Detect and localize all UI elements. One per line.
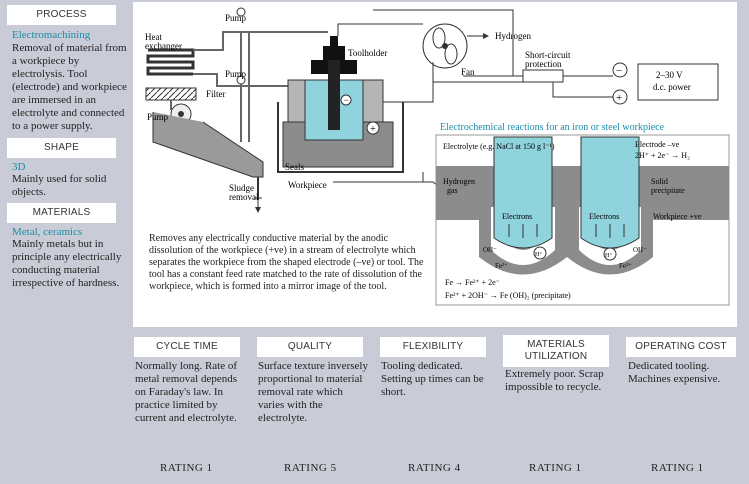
- inset-fe-left: Fe²⁺: [495, 262, 508, 270]
- label-toolholder: Toolholder: [348, 48, 387, 58]
- inset-electrons-left: Electrons: [502, 212, 532, 221]
- label-fan: Fan: [461, 67, 475, 77]
- inset-gas: gas: [447, 186, 458, 195]
- inset-oh-right: OH⁻: [633, 246, 647, 254]
- inset-precipitate: precipitate: [651, 186, 685, 195]
- label-sludge: Sludge: [229, 183, 254, 193]
- label-protection: protection: [525, 59, 562, 69]
- label-exchanger: exchanger: [145, 41, 182, 51]
- label-filter: Filter: [206, 89, 226, 99]
- label-hydrogen: Hydrogen: [495, 31, 531, 41]
- process-subtitle: Electromachining: [12, 29, 91, 41]
- operating-cost-rating: RATING 1: [651, 462, 704, 474]
- inset-eq2: Fe²⁺ + 2OH⁻ → Fe (OH)₂ (precipitate): [445, 291, 571, 300]
- process-description: Removal of material from a workpiece by …: [12, 42, 127, 132]
- power-supply: [637, 63, 719, 101]
- inset-eq1: Fe → Fe²⁺ + 2e⁻: [445, 278, 500, 287]
- inset-solid: Solid: [651, 177, 668, 186]
- short-circuit-protection: [522, 69, 564, 83]
- inset-electrode-eq: 2H⁺ + 2e⁻ → H₂: [635, 151, 690, 160]
- label-workpiece: Workpiece: [288, 180, 327, 190]
- inset-fe-right: Fe²⁺: [619, 262, 632, 270]
- toolholder: [323, 46, 345, 60]
- inset-electrolyte: Electrolyte (e.g. NaCl at 150 g l⁻¹): [443, 142, 555, 151]
- label-seals: Seals: [285, 162, 304, 172]
- shape-description: Mainly used for solid objects.: [12, 173, 107, 198]
- inset-title: Electrochemical reactions for an iron or…: [440, 122, 665, 133]
- materials-subtitle: Metal, ceramics: [12, 226, 83, 238]
- cycle-time-rating: RATING 1: [160, 462, 213, 474]
- inset-electrode: Electrode –ve: [635, 140, 680, 149]
- shape-subtitle: 3D: [12, 161, 26, 173]
- filter: [145, 87, 197, 101]
- label-heat: Heat: [145, 32, 162, 42]
- label-pump-top: Pump: [225, 13, 247, 23]
- operating-cost-text: Dedicated tooling. Machines expensive.: [628, 360, 721, 385]
- heat-exchanger: [146, 48, 195, 76]
- materials-utilization-rating: RATING 1: [529, 462, 582, 474]
- pump-top-icon: [236, 7, 246, 17]
- materials-utilization-header: MATERIALS UTILIZATION: [503, 335, 609, 367]
- electrode-tool: [328, 60, 340, 130]
- power-minus-terminal: [612, 62, 628, 78]
- label-pump-left: Pump: [147, 112, 169, 122]
- pipes: [170, 31, 328, 142]
- fan-icon: [422, 23, 468, 69]
- label-removal: removal: [229, 192, 259, 202]
- svg-text:−: −: [343, 95, 348, 105]
- label-power-dc: d.c. power: [653, 82, 691, 92]
- inset-oh-left: OH⁻: [483, 246, 497, 254]
- shape-header: SHAPE: [7, 138, 116, 158]
- label-minus: −: [616, 65, 622, 77]
- quality-text: Surface texture inversely proportional t…: [258, 360, 368, 424]
- inset-h-plus-left: H⁺: [535, 251, 543, 258]
- materials-utilization-text: Extremely poor. Scrap impossible to recy…: [505, 368, 604, 393]
- process-header: PROCESS: [7, 5, 116, 25]
- inset-electrons-right: Electrons: [589, 212, 619, 221]
- inset-workpiece: Workpiece +ve: [653, 212, 702, 221]
- flexibility-header: FLEXIBILITY: [380, 337, 486, 357]
- sludge-tank: [152, 112, 264, 178]
- flexibility-rating: RATING 4: [408, 462, 461, 474]
- tank: [277, 102, 404, 173]
- pump-mid-icon: [236, 75, 246, 85]
- inset-hydrogen: Hydrogen: [443, 177, 475, 186]
- electrochemistry-inset: Electrochemical reactions for an iron or…: [435, 122, 730, 306]
- label-plus: +: [616, 92, 622, 104]
- quality-header: QUALITY: [257, 337, 363, 357]
- flexibility-text: Tooling dedicated. Setting up times can …: [381, 360, 484, 398]
- operating-cost-header: OPERATING COST: [626, 337, 736, 357]
- diagram-caption: Removes any electrically conductive mate…: [149, 233, 424, 292]
- process-diagram: + − Heat exchanger Pump Pump Pump Filter…: [133, 2, 737, 327]
- materials-header: MATERIALS: [7, 203, 116, 223]
- cycle-time-header: CYCLE TIME: [134, 337, 240, 357]
- materials-utilization-header-line1: MATERIALS: [527, 339, 585, 350]
- label-pump-mid: Pump: [225, 69, 247, 79]
- cycle-time-text: Normally long. Rate of metal removal dep…: [135, 360, 238, 424]
- quality-rating: RATING 5: [284, 462, 337, 474]
- label-short-circuit: Short-circuit: [525, 50, 571, 60]
- diagram-svg: + − Heat exchanger Pump Pump Pump Filter…: [145, 7, 730, 306]
- materials-utilization-header-line2: UTILIZATION: [524, 351, 588, 362]
- inset-h-plus-right: H⁺: [605, 252, 613, 259]
- label-power-voltage: 2–30 V: [656, 70, 683, 80]
- materials-description: Mainly metals but in principle any elect…: [12, 238, 122, 289]
- svg-text:+: +: [370, 124, 376, 135]
- power-plus-terminal: [612, 89, 628, 105]
